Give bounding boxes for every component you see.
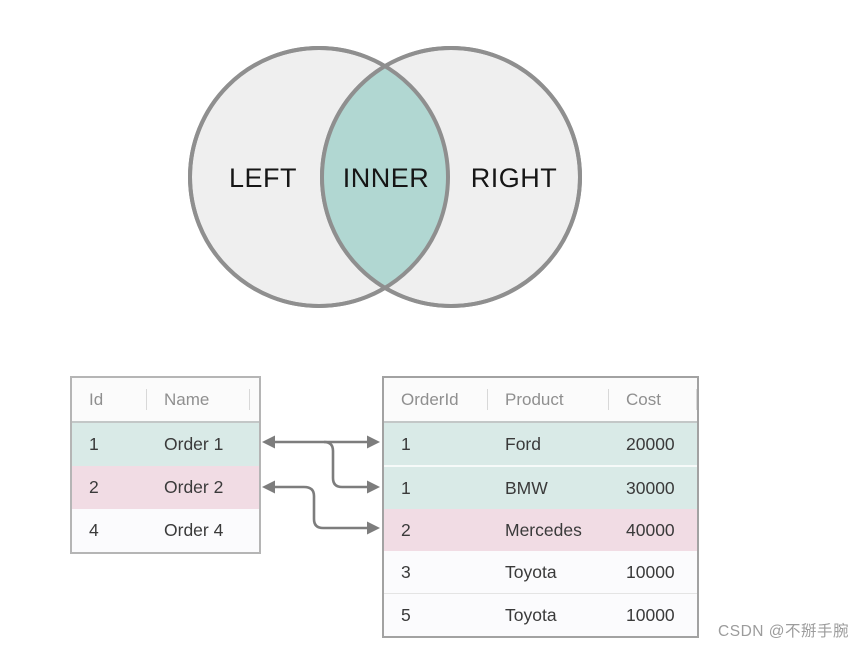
table-row: 2 Order 2 bbox=[72, 466, 259, 509]
column-header-name: Name bbox=[147, 378, 259, 421]
table-row: 3 Toyota 10000 bbox=[384, 551, 697, 593]
join-arrow-id2-to-mercedes bbox=[262, 480, 380, 535]
right-join-label: RIGHT bbox=[471, 163, 558, 193]
cell-product: Toyota bbox=[505, 561, 557, 582]
arrowhead-left-icon bbox=[262, 435, 275, 449]
cell-name: Order 4 bbox=[164, 520, 224, 540]
cell-product: Ford bbox=[505, 433, 541, 454]
right-table: OrderId Product Cost 1 Ford 20000 1 BMW … bbox=[382, 376, 699, 638]
inner-intersection-lens bbox=[322, 48, 448, 306]
left-table-header: Id Name bbox=[72, 378, 259, 423]
cell-cost: 40000 bbox=[626, 519, 675, 540]
right-circle-outline bbox=[320, 46, 582, 308]
column-header-id: Id bbox=[72, 378, 147, 421]
left-circle-outline bbox=[188, 46, 450, 308]
table-row: 4 Order 4 bbox=[72, 509, 259, 552]
cell-product: Mercedes bbox=[505, 519, 582, 540]
arrowhead-left-icon bbox=[262, 480, 275, 494]
cell-cost: 20000 bbox=[626, 433, 675, 454]
cell-name: Order 2 bbox=[164, 477, 224, 497]
arrowhead-right-icon bbox=[367, 435, 380, 449]
right-table-header: OrderId Product Cost bbox=[384, 378, 697, 423]
cell-product: Toyota bbox=[505, 604, 557, 625]
csdn-watermark: CSDN @不掰手腕 bbox=[718, 623, 849, 640]
cell-orderid: 1 bbox=[401, 433, 411, 454]
inner-join-label: INNER bbox=[343, 163, 430, 193]
cell-orderid: 5 bbox=[401, 604, 411, 625]
cell-name: Order 1 bbox=[164, 434, 224, 454]
join-arrow-id1-to-bmw bbox=[323, 440, 380, 494]
cell-product: BMW bbox=[505, 477, 548, 498]
cell-cost: 10000 bbox=[626, 604, 675, 625]
left-table: Id Name 1 Order 1 2 Order 2 4 Order 4 bbox=[70, 376, 261, 554]
venn-diagram: LEFT INNER RIGHT bbox=[188, 46, 582, 308]
cell-id: 4 bbox=[89, 520, 99, 540]
cell-id: 1 bbox=[89, 434, 99, 454]
table-row: 2 Mercedes 40000 bbox=[384, 509, 697, 551]
column-header-product: Product bbox=[488, 378, 609, 421]
join-arrow-id1-to-ford bbox=[262, 435, 380, 449]
column-header-orderid: OrderId bbox=[384, 378, 488, 421]
column-header-cost: Cost bbox=[609, 378, 697, 421]
table-row: 1 Order 1 bbox=[72, 423, 259, 466]
cell-orderid: 2 bbox=[401, 519, 411, 540]
cell-id: 2 bbox=[89, 477, 99, 497]
table-row: 5 Toyota 10000 bbox=[384, 593, 697, 636]
arrowhead-right-icon bbox=[367, 521, 380, 535]
left-join-label: LEFT bbox=[229, 163, 297, 193]
cell-orderid: 1 bbox=[401, 477, 411, 498]
table-row: 1 Ford 20000 bbox=[384, 423, 697, 465]
cell-orderid: 3 bbox=[401, 561, 411, 582]
table-row: 1 BMW 30000 bbox=[384, 465, 697, 509]
cell-cost: 10000 bbox=[626, 561, 675, 582]
arrowhead-right-icon bbox=[367, 480, 380, 494]
cell-cost: 30000 bbox=[626, 477, 675, 498]
